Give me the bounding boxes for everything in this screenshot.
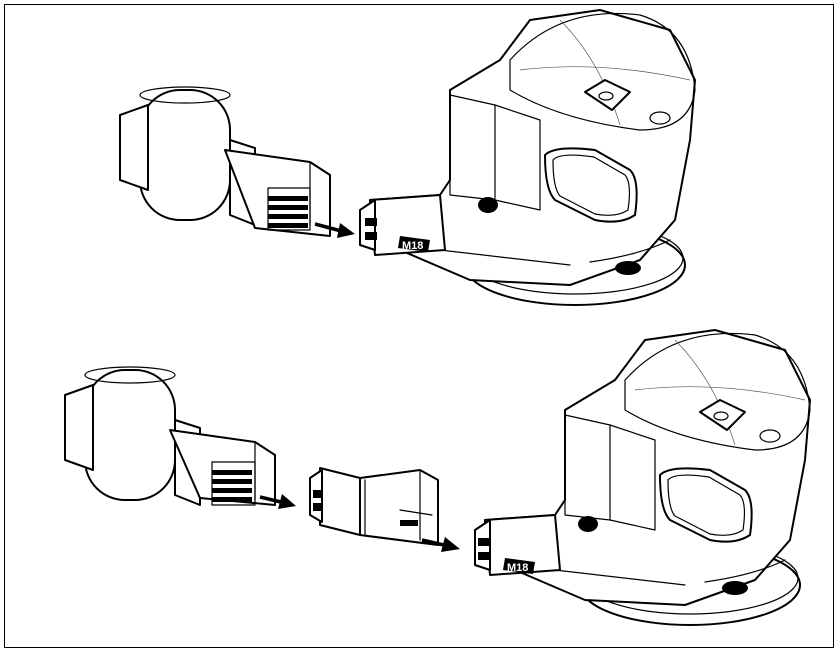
top-scene: M18 (119, 9, 696, 306)
arrow-right-icon (259, 494, 296, 509)
figure-frame (4, 4, 834, 648)
arrow-right-icon (314, 222, 355, 238)
bottom-scene: M18 (64, 329, 811, 626)
orbital-sander-top: M18 (359, 9, 696, 306)
badge-label-top: M18 (402, 240, 423, 252)
dust-canister-top (119, 86, 331, 237)
vent-slots-bottom (211, 461, 256, 506)
orbital-sander-bottom: M18 (474, 329, 811, 626)
badge-label-bottom: M18 (507, 562, 528, 574)
m18-badge-top: M18 (398, 236, 430, 252)
dust-canister-bottom (64, 366, 276, 506)
arrow-right-icon (421, 537, 460, 552)
adapter (309, 467, 439, 546)
m18-badge-bottom: M18 (503, 558, 535, 574)
vent-slots-top (267, 187, 311, 231)
